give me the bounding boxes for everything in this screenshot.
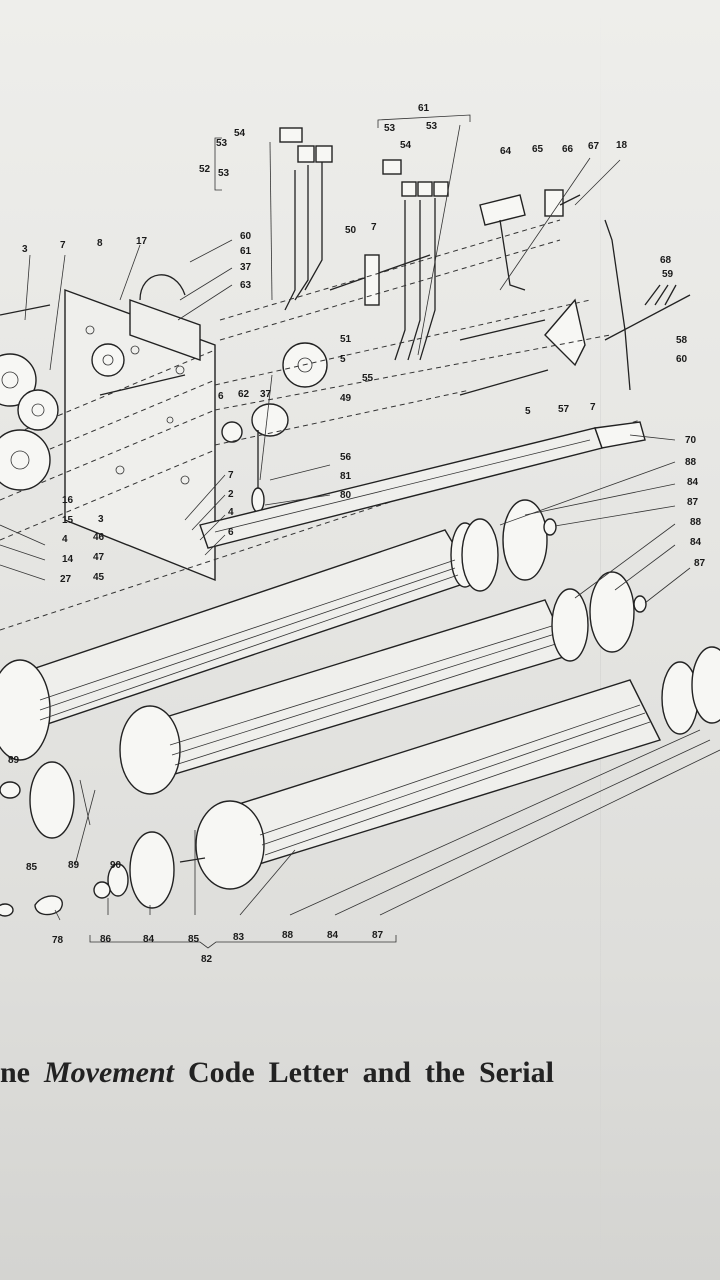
strip-part — [199, 421, 646, 549]
part-label: 27 — [60, 574, 72, 585]
part-label: 17 — [136, 236, 148, 247]
part-label: 2 — [228, 489, 234, 500]
part-label: 55 — [362, 373, 374, 384]
part-label: 65 — [532, 144, 544, 155]
part-label: 14 — [62, 554, 74, 565]
part-label: 84 — [690, 537, 702, 548]
cylinder-bottom — [179, 646, 720, 890]
part-label: 63 — [240, 280, 252, 291]
lever-assembly — [139, 127, 449, 513]
exploded-parts-diagram: 3 7 8 17 54 53 52 53 61 53 53 54 64 65 6… — [0, 103, 720, 965]
right-bracket-parts — [364, 189, 691, 396]
part-label: 85 — [26, 862, 38, 873]
part-label: 87 — [694, 558, 706, 569]
part-label: 89 — [68, 860, 80, 871]
part-label: 89 — [8, 755, 20, 766]
cylinder-middle — [119, 571, 647, 795]
part-label: 84 — [327, 930, 339, 941]
part-label: 50 — [345, 225, 357, 236]
part-label: 87 — [372, 930, 384, 941]
part-label: 61 — [240, 246, 252, 257]
group-bracket-61 — [377, 114, 471, 128]
part-label: 81 — [340, 471, 352, 482]
part-label: 46 — [93, 532, 105, 543]
part-label: 86 — [100, 934, 112, 945]
part-label: 80 — [340, 490, 352, 501]
part-label: 84 — [143, 934, 155, 945]
caption-word: Serial — [478, 1056, 554, 1089]
part-label: 6 — [218, 391, 224, 402]
group-bracket-52 — [214, 137, 222, 191]
part-label: 58 — [676, 335, 688, 346]
part-label: 78 — [52, 935, 64, 946]
caption-word: the — [424, 1056, 465, 1089]
part-label: 59 — [662, 269, 674, 280]
part-label: 5 — [340, 354, 346, 365]
part-label: 64 — [500, 146, 512, 157]
part-label: 53 — [426, 121, 438, 132]
part-label: 82 — [201, 954, 213, 965]
part-label: 3 — [22, 244, 28, 255]
part-label: 90 — [110, 860, 122, 871]
end-washers — [0, 761, 175, 917]
part-label: 4 — [62, 534, 68, 545]
part-label: 60 — [240, 231, 252, 242]
part-label: 60 — [676, 354, 688, 365]
part-label: 54 — [234, 128, 246, 139]
part-label: 66 — [562, 144, 574, 155]
part-label: 8 — [97, 238, 103, 249]
part-label: 7 — [60, 240, 66, 251]
part-label: 83 — [233, 932, 245, 943]
part-label: 16 — [62, 495, 74, 506]
part-label: 61 — [418, 103, 430, 114]
part-label: 7 — [371, 222, 377, 233]
caption-word: Letter — [268, 1056, 349, 1089]
part-label: 53 — [216, 138, 228, 149]
part-label: 49 — [340, 393, 352, 404]
part-label: 70 — [685, 435, 697, 446]
part-label: 37 — [240, 262, 252, 273]
part-label: 4 — [228, 507, 234, 518]
part-label: 53 — [384, 123, 396, 134]
caption-word: and — [362, 1056, 411, 1089]
right-frame-plate — [129, 299, 201, 361]
gear-train — [0, 304, 328, 491]
group-bracket-82 — [89, 935, 397, 949]
part-label: 7 — [590, 402, 596, 413]
part-label: 57 — [558, 404, 570, 415]
part-label: 52 — [199, 164, 211, 175]
part-label: 85 — [188, 934, 200, 945]
leader-lines — [0, 124, 720, 921]
part-label: 7 — [228, 470, 234, 481]
part-label: 62 — [238, 389, 250, 400]
part-label: 84 — [687, 477, 699, 488]
part-label: 88 — [282, 930, 294, 941]
caption-word: Movement — [44, 1056, 174, 1089]
part-label: 5 — [525, 406, 531, 417]
part-label: 68 — [660, 255, 672, 266]
part-label: 15 — [62, 515, 74, 526]
part-label: 45 — [93, 572, 105, 583]
caption-word: ne — [0, 1056, 30, 1089]
part-label: 88 — [685, 457, 697, 468]
part-label: 18 — [616, 140, 628, 151]
part-label: 51 — [340, 334, 352, 345]
part-label: 54 — [400, 140, 412, 151]
part-label: 67 — [588, 141, 600, 152]
caption-word: Code — [187, 1056, 255, 1089]
part-label: 47 — [93, 552, 105, 563]
part-label: 37 — [260, 389, 272, 400]
part-label: 3 — [98, 514, 104, 525]
part-label: 6 — [228, 527, 234, 538]
part-label: 53 — [218, 168, 230, 179]
part-number-labels: 3 7 8 17 54 53 52 53 61 53 53 54 64 65 6… — [8, 103, 706, 965]
part-label: 88 — [690, 517, 702, 528]
part-label: 87 — [687, 497, 699, 508]
part-label: 56 — [340, 452, 352, 463]
